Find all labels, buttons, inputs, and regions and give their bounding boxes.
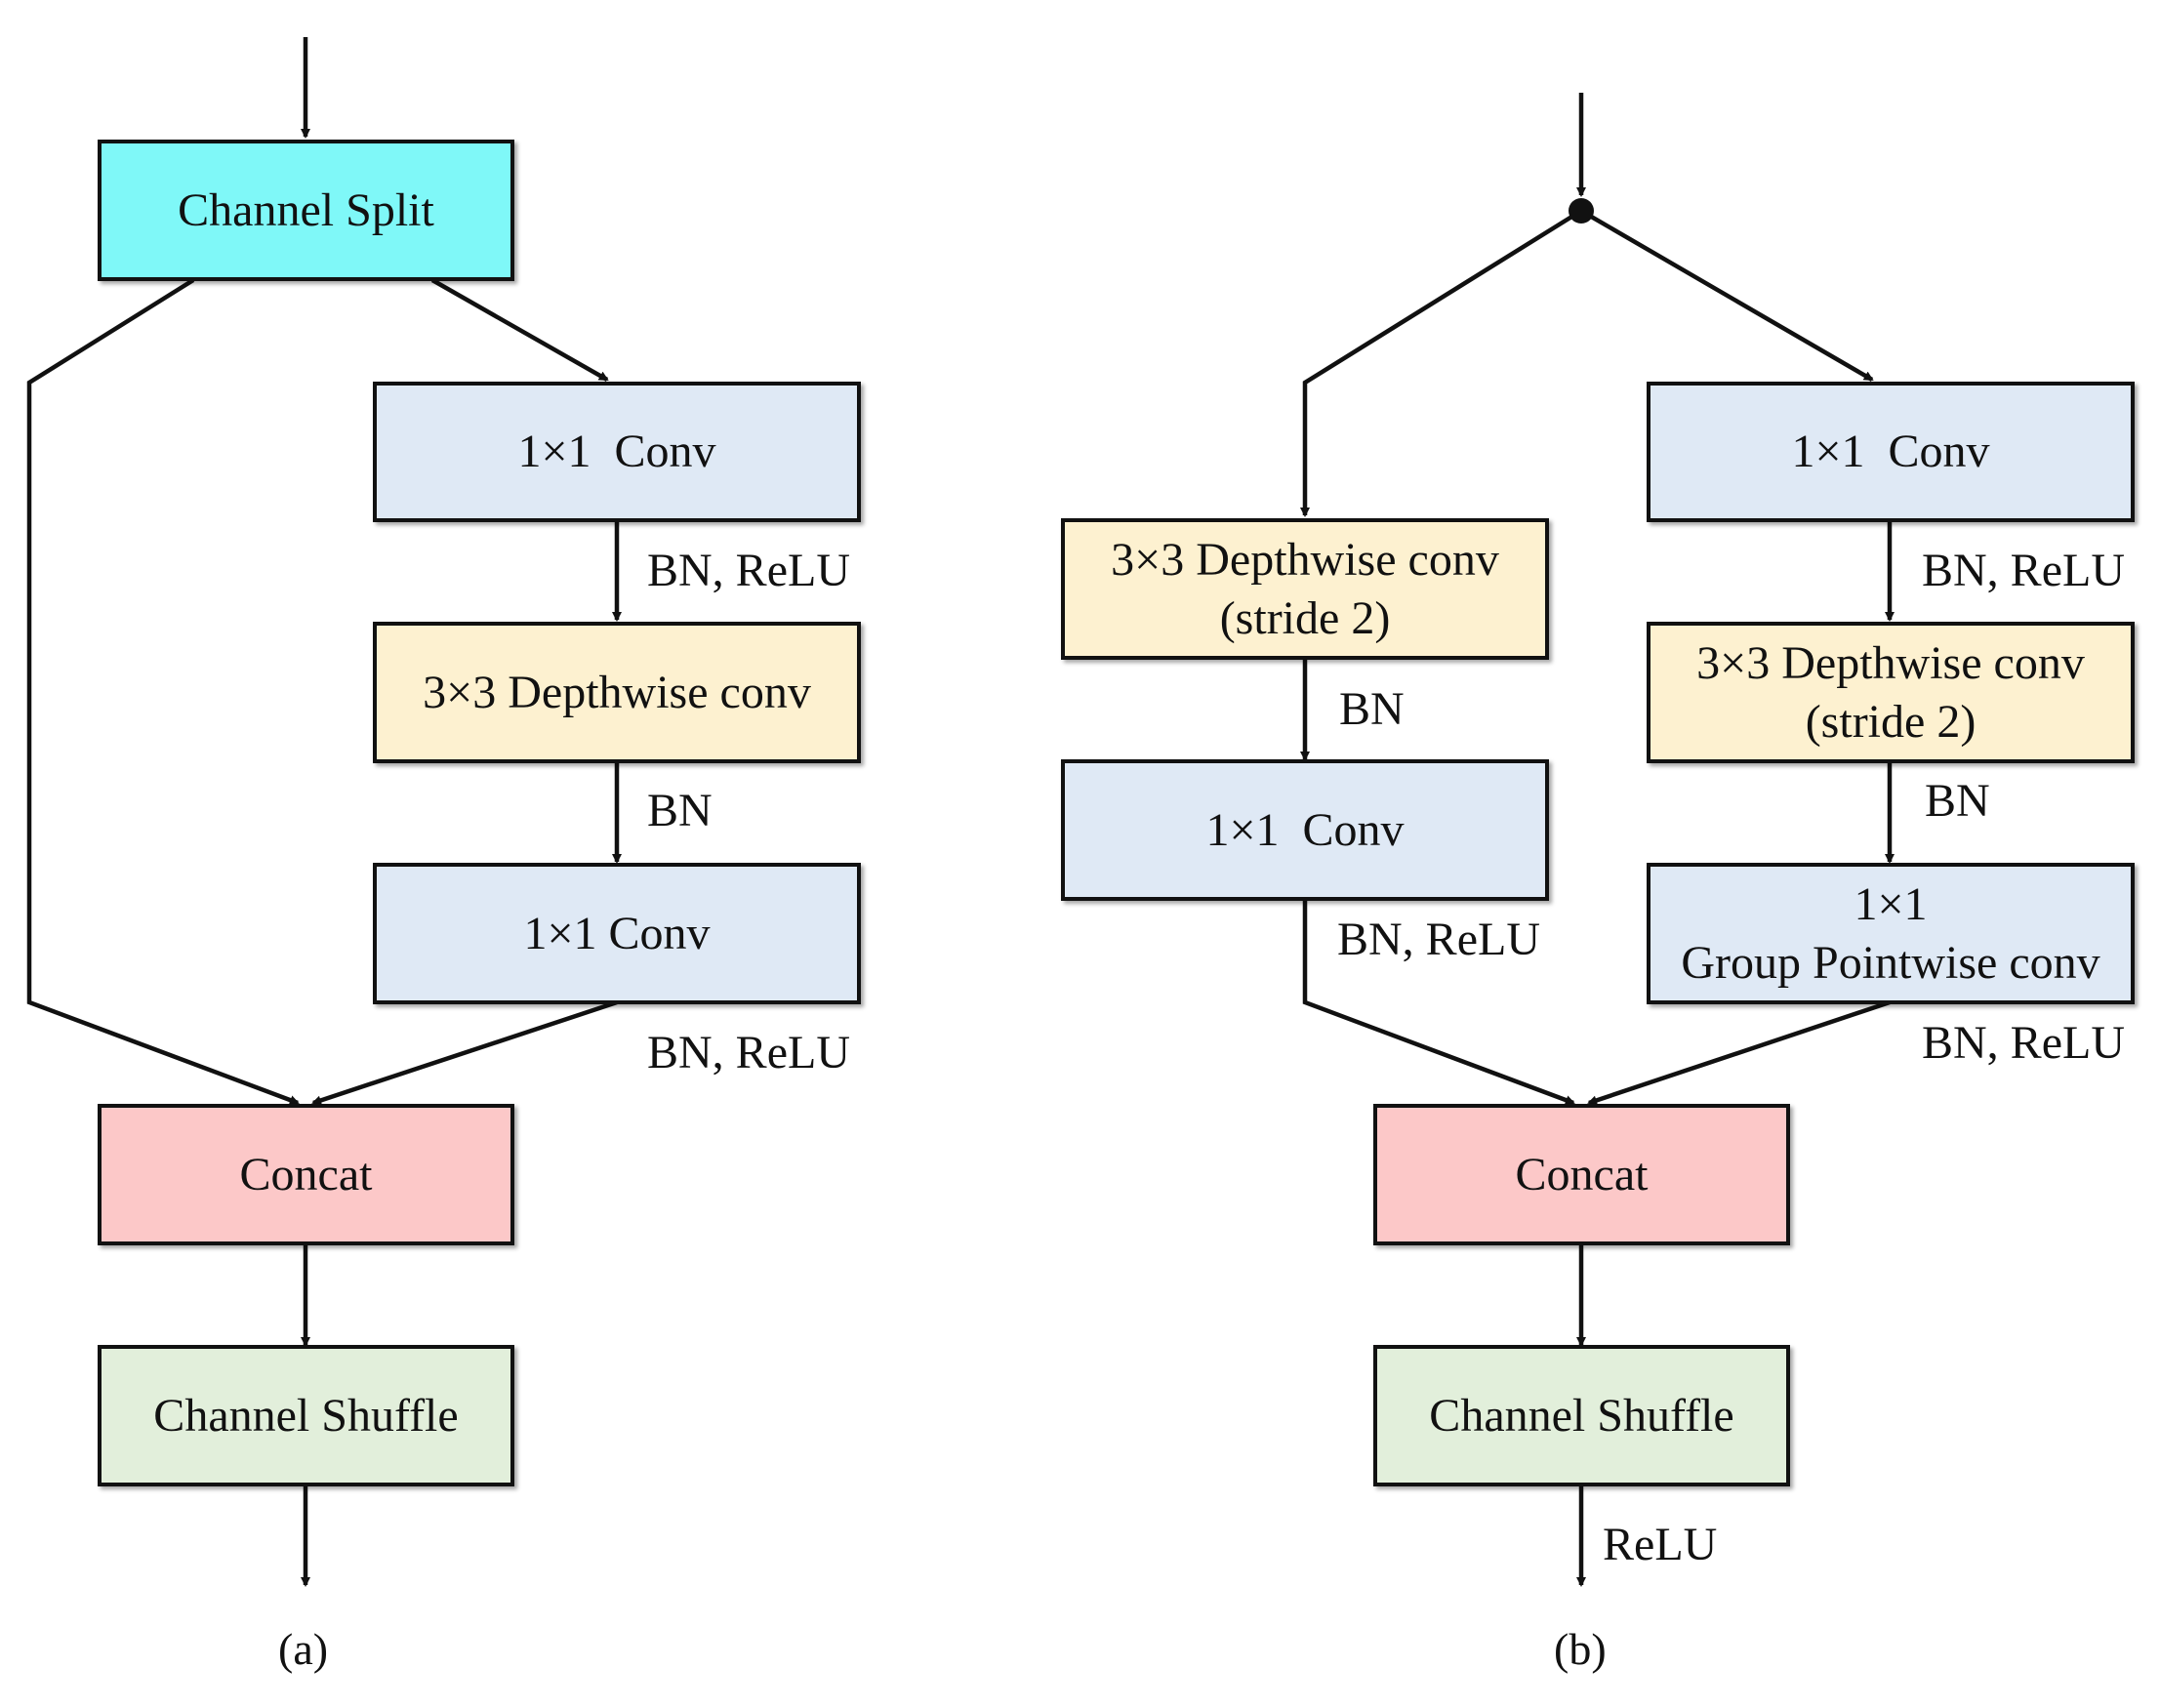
b-right-conv-box: 1×1 Conv — [1647, 382, 2135, 522]
b-gpw-to-concat-arrow — [1587, 999, 1891, 1106]
b-left-bn-label: BN — [1339, 683, 1405, 735]
b-caption: (b) — [1554, 1624, 1607, 1674]
a-concat-label: Concat — [239, 1148, 373, 1200]
b-left-conv-label: 1×1 Conv — [1205, 803, 1405, 856]
a-conv-to-concat-arrow — [311, 999, 618, 1106]
a-bn-relu-label-1: BN, ReLU — [647, 545, 850, 596]
b-branch-node — [1569, 198, 1594, 224]
b-group-pointwise-box: 1×1 Group Pointwise conv — [1647, 863, 2135, 1004]
b-relu-label: ReLU — [1603, 1519, 1718, 1570]
b-group-pointwise-label-1: 1×1 — [1854, 877, 1928, 930]
a-caption: (a) — [278, 1624, 329, 1674]
b-group-pointwise-label-2: Group Pointwise conv — [1681, 936, 2100, 989]
a-depthwise-label: 3×3 Depthwise conv — [423, 666, 811, 718]
a-channel-split-box: Channel Split — [98, 140, 514, 281]
a-depthwise-box: 3×3 Depthwise conv — [373, 622, 861, 763]
a-conv1-box: 1×1 Conv — [373, 382, 861, 522]
a-channel-shuffle-label: Channel Shuffle — [153, 1389, 459, 1442]
a-split-to-conv-arrow — [430, 278, 609, 382]
a-channel-shuffle-box: Channel Shuffle — [98, 1345, 514, 1486]
a-conv1-label: 1×1 Conv — [517, 426, 716, 477]
b-left-conv-box: 1×1 Conv — [1061, 759, 1549, 901]
a-bypass-line — [26, 278, 300, 1106]
b-right-bn-relu-label-2: BN, ReLU — [1922, 1017, 2125, 1069]
b-right-bn-relu-label-1: BN, ReLU — [1922, 545, 2125, 596]
a-bn-label: BN — [647, 785, 713, 836]
a-conv2-label: 1×1 Conv — [523, 907, 711, 959]
b-right-conv-label: 1×1 Conv — [1791, 426, 1990, 477]
a-concat-box: Concat — [98, 1104, 514, 1245]
b-concat-label: Concat — [1515, 1148, 1649, 1200]
b-left-depthwise-box: 3×3 Depthwise conv (stride 2) — [1061, 518, 1549, 660]
b-left-depthwise-label-2: (stride 2) — [1219, 591, 1391, 644]
b-channel-shuffle-box: Channel Shuffle — [1373, 1345, 1790, 1486]
b-right-branch-line — [1579, 209, 1874, 382]
b-channel-shuffle-label: Channel Shuffle — [1429, 1389, 1734, 1442]
b-left-depthwise-label-1: 3×3 Depthwise conv — [1111, 533, 1499, 586]
b-right-bn-label: BN — [1925, 775, 1990, 827]
b-right-depthwise-label-1: 3×3 Depthwise conv — [1696, 636, 2085, 689]
a-bn-relu-label-2: BN, ReLU — [647, 1027, 850, 1078]
b-right-depthwise-label-2: (stride 2) — [1805, 695, 1977, 748]
a-channel-split-label: Channel Split — [178, 183, 434, 236]
b-left-bn-relu-label: BN, ReLU — [1337, 914, 1540, 965]
a-conv2-box: 1×1 Conv — [373, 863, 861, 1004]
b-left-conv-to-concat-line — [1302, 900, 1575, 1106]
b-right-depthwise-box: 3×3 Depthwise conv (stride 2) — [1647, 622, 2135, 763]
b-concat-box: Concat — [1373, 1104, 1790, 1245]
b-left-branch-line — [1300, 209, 1583, 517]
